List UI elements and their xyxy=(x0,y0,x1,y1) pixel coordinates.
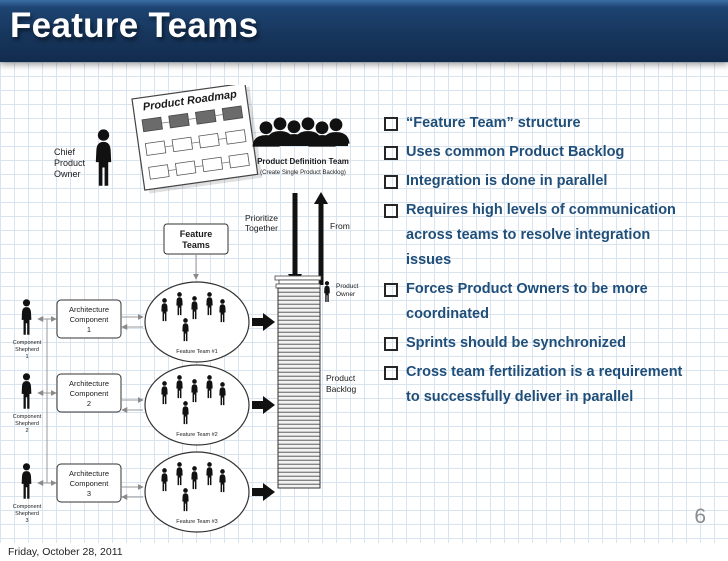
bullet-text: Requires high levels of communication ac… xyxy=(406,202,676,268)
team-label-3: Feature Team #3 xyxy=(176,519,217,525)
person-silhouette xyxy=(21,373,32,409)
product-owner-line1: Product xyxy=(336,283,359,290)
svg-text:2: 2 xyxy=(25,428,28,434)
right-arrow-2 xyxy=(252,396,275,414)
chief-label-line1: Chief xyxy=(54,147,76,157)
title-bar: Feature Teams xyxy=(0,0,728,62)
page-title: Feature Teams xyxy=(10,6,259,45)
chief-product-owner: Chief Product Owner xyxy=(54,129,112,186)
svg-text:Architecture: Architecture xyxy=(69,379,109,388)
architecture-component-1-box: Architecture Component 1 xyxy=(56,299,122,339)
person-silhouette xyxy=(324,281,330,302)
architecture-component-2-box: Architecture Component 2 xyxy=(56,373,122,413)
feature-teams-box: Feature Teams xyxy=(163,223,229,255)
component-shepherd-3: Component Shepherd 3 xyxy=(13,463,42,524)
feature-team-1-ellipse: Feature Team #1 xyxy=(144,281,250,363)
svg-text:Component: Component xyxy=(70,389,110,398)
bullet-item: Forces Product Owners to be more coordin… xyxy=(384,277,686,327)
feature-teams-diagram: Product Roadmap C xyxy=(13,85,359,533)
right-arrow-1 xyxy=(252,313,275,331)
architecture-component-3-box: Architecture Component 3 xyxy=(56,463,122,503)
bullet-item: Sprints should be synchronized xyxy=(384,331,686,356)
bullet-item: Uses common Product Backlog xyxy=(384,140,686,165)
svg-text:Component: Component xyxy=(70,315,110,324)
person-silhouette xyxy=(95,129,112,186)
component-shepherd-2: Component Shepherd 2 xyxy=(13,373,42,434)
bullet-text: Cross team fertilization is a requiremen… xyxy=(406,364,683,405)
svg-text:1: 1 xyxy=(25,354,28,360)
square-bullet-icon xyxy=(384,283,398,297)
down-arrow xyxy=(288,193,302,286)
bullet-item: “Feature Team” structure xyxy=(384,111,686,136)
svg-text:Component: Component xyxy=(70,479,110,488)
square-bullet-icon xyxy=(384,366,398,380)
svg-text:1: 1 xyxy=(87,325,91,334)
svg-text:3: 3 xyxy=(87,489,91,498)
svg-text:Architecture: Architecture xyxy=(69,469,109,478)
bullet-text: Sprints should be synchronized xyxy=(406,335,626,351)
bullet-item: Requires high levels of communication ac… xyxy=(384,198,686,273)
product-owner-mini: Product Owner xyxy=(324,281,359,302)
bullet-text: Integration is done in parallel xyxy=(406,173,608,189)
product-owner-line2: Owner xyxy=(336,291,356,298)
team-label-2: Feature Team #2 xyxy=(176,432,217,438)
feature-teams-box-line2: Teams xyxy=(182,240,210,250)
svg-text:Component: Component xyxy=(13,414,42,420)
product-backlog-stack xyxy=(274,275,322,489)
from-label: From xyxy=(330,221,350,231)
slide-canvas: Product Roadmap C xyxy=(0,62,728,543)
square-bullet-icon xyxy=(384,204,398,218)
bullet-item: Cross team fertilization is a requiremen… xyxy=(384,360,686,410)
square-bullet-icon xyxy=(384,117,398,131)
bullet-list: “Feature Team” structure Uses common Pro… xyxy=(384,111,686,414)
pdt-title: Product Definition Team xyxy=(257,157,349,166)
feature-team-2-ellipse: Feature Team #2 xyxy=(144,364,250,446)
square-bullet-icon xyxy=(384,175,398,189)
square-bullet-icon xyxy=(384,337,398,351)
product-backlog-label-line1: Product xyxy=(326,373,356,383)
svg-text:Component: Component xyxy=(13,504,42,510)
svg-text:Shepherd: Shepherd xyxy=(15,421,39,427)
person-silhouette xyxy=(21,299,32,335)
component-shepherd-1: Component Shepherd 1 xyxy=(13,299,42,360)
bullet-item: Integration is done in parallel xyxy=(384,169,686,194)
connector-lines xyxy=(37,255,199,500)
bullet-text: Uses common Product Backlog xyxy=(406,144,625,160)
prioritize-label-line1: Prioritize xyxy=(245,213,278,223)
svg-text:Shepherd: Shepherd xyxy=(15,511,39,517)
svg-text:3: 3 xyxy=(25,518,28,524)
footer-date: Friday, October 28, 2011 xyxy=(0,543,728,561)
svg-text:Component: Component xyxy=(13,340,42,346)
product-definition-team: Product Definition Team (Create Single P… xyxy=(252,117,350,176)
chief-label-line3: Owner xyxy=(54,169,81,179)
product-roadmap-card: Product Roadmap xyxy=(131,85,263,194)
square-bullet-icon xyxy=(384,146,398,160)
product-backlog-label-line2: Backlog xyxy=(326,384,357,394)
svg-text:Architecture: Architecture xyxy=(69,305,109,314)
pdt-subtitle: (Create Single Product Backlog) xyxy=(260,170,346,176)
svg-text:2: 2 xyxy=(87,399,91,408)
bullet-text: Forces Product Owners to be more coordin… xyxy=(406,281,648,322)
bullet-text: “Feature Team” structure xyxy=(406,115,581,131)
feature-team-3-ellipse: Feature Team #3 xyxy=(144,451,250,533)
up-arrow xyxy=(314,192,328,285)
right-arrow-3 xyxy=(252,483,275,501)
prioritize-label-line2: Together xyxy=(245,223,278,233)
chief-label-line2: Product xyxy=(54,158,86,168)
page-number: 6 xyxy=(694,505,706,528)
feature-teams-box-line1: Feature xyxy=(180,229,213,239)
team-label-1: Feature Team #1 xyxy=(176,349,217,355)
svg-text:Shepherd: Shepherd xyxy=(15,347,39,353)
person-silhouette xyxy=(21,463,32,499)
